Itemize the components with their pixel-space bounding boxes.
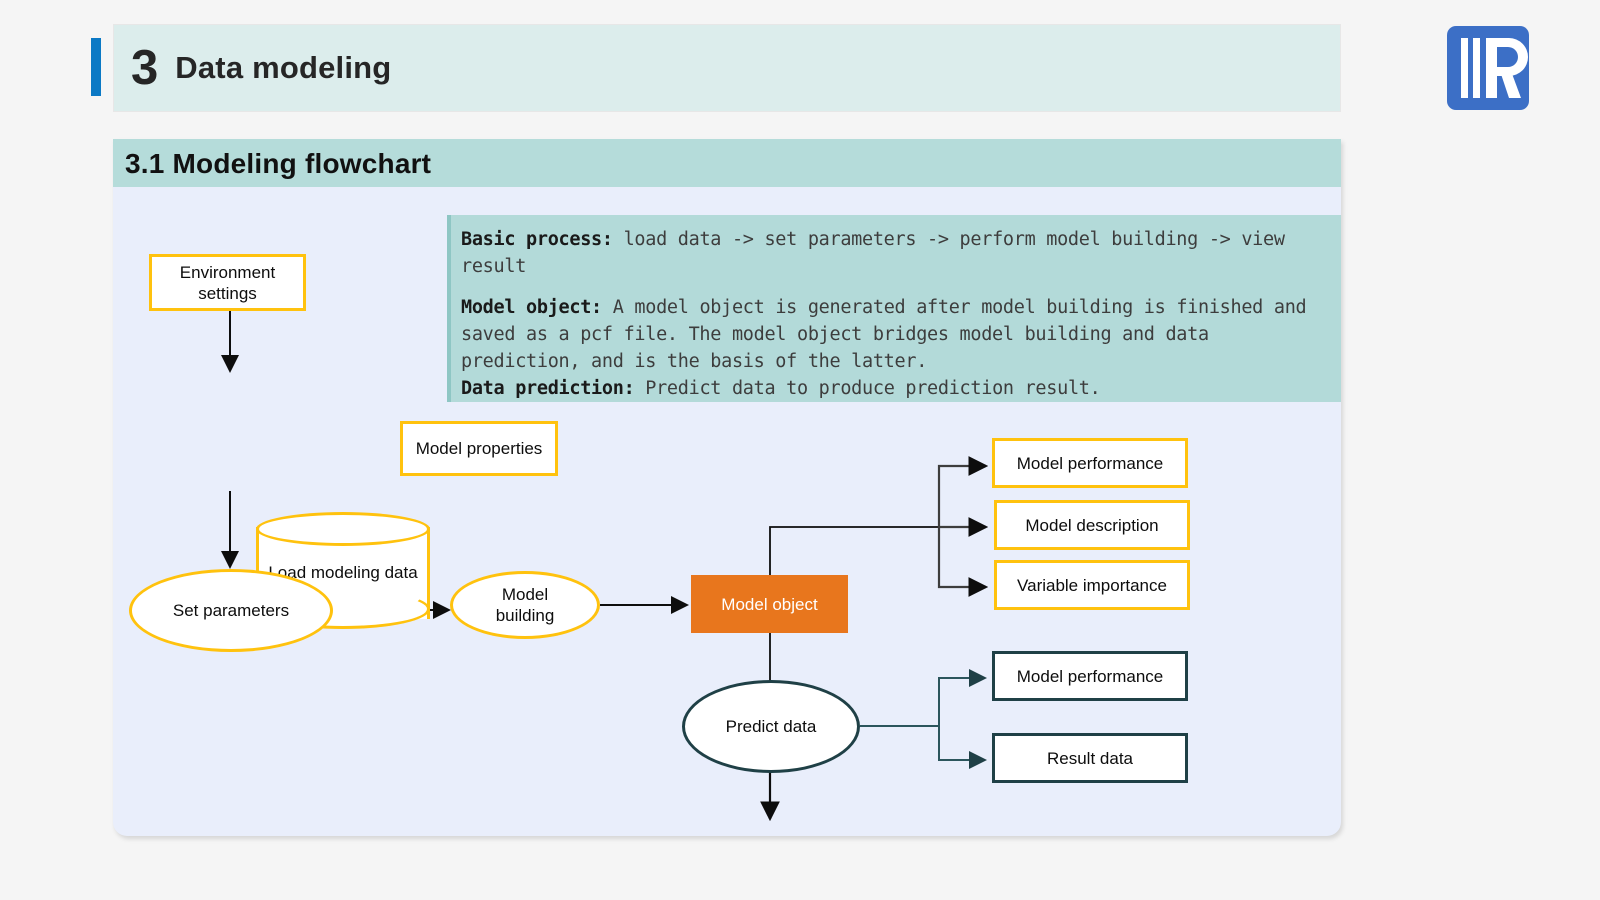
slide-header: 3 Data modeling: [113, 24, 1341, 112]
callout-body-data-prediction: Predict data to produce prediction resul…: [634, 378, 1101, 399]
logo-letter-r-icon: [1486, 38, 1528, 98]
node-model-object[interactable]: Model object: [691, 575, 848, 633]
node-label-model-description: Model description: [1025, 515, 1159, 535]
node-label-set-parameters: Set parameters: [172, 601, 290, 620]
edge-object-trunk: [769, 526, 939, 705]
node-model-building[interactable]: Model building: [450, 571, 600, 639]
node-label-model-object: Model object: [721, 594, 818, 614]
brand-logo-icon: [1447, 26, 1529, 110]
node-result-data[interactable]: Result data: [992, 733, 1188, 783]
callout-paragraph-basic-process: Basic process: load data -> set paramete…: [461, 226, 1327, 280]
logo-stripe-2: [1473, 38, 1480, 98]
callout-paragraph-model-object: Model object: A model object is generate…: [461, 294, 1327, 375]
node-model-properties[interactable]: Model properties: [400, 421, 558, 476]
node-label-result-data: Result data: [1047, 748, 1133, 768]
callout-lead-data-prediction: Data prediction:: [461, 378, 635, 399]
callout-paragraph-data-prediction: Data prediction: Predict data to produce…: [461, 375, 1327, 402]
node-label-model-building: Model building: [495, 585, 555, 625]
node-label-model-performance-top: Model performance: [1016, 453, 1164, 473]
section-number: 3: [131, 40, 158, 95]
node-variable-importance[interactable]: Variable importance: [994, 560, 1190, 610]
cylinder-top: [256, 512, 430, 546]
node-environment-settings[interactable]: Environment settings: [149, 254, 306, 311]
callout-lead-basic-process: Basic process:: [461, 229, 613, 250]
node-label-model-performance-bottom: Model performance: [1016, 666, 1164, 686]
node-model-performance-bottom[interactable]: Model performance: [992, 651, 1188, 701]
modeling-flowchart: Environment settings Load modeling data …: [113, 139, 1341, 836]
callout-body-basic-process: load data -> set parameters -> perform m…: [461, 229, 1285, 277]
callout-body-model-object: A model object is generated after model …: [461, 297, 1307, 372]
node-model-performance-top[interactable]: Model performance: [992, 438, 1188, 488]
section-title: 3.1 Modeling flowchart: [125, 148, 432, 179]
section-header-bar: 3.1 Modeling flowchart: [113, 139, 1341, 187]
callout-lead-model-object: Model object:: [461, 297, 602, 318]
node-set-parameters[interactable]: Set parameters: [129, 569, 333, 652]
page-title: Data modeling: [175, 50, 392, 85]
description-callout: Basic process: load data -> set paramete…: [447, 215, 1341, 402]
edge-object-to-variable-importance: [937, 527, 989, 597]
node-model-description[interactable]: Model description: [994, 500, 1190, 550]
node-predict-data[interactable]: Predict data: [682, 680, 860, 773]
logo-stripe-1: [1461, 38, 1468, 98]
header-accent-bar: [91, 38, 101, 96]
content-panel: 3.1 Modeling flowchart Basic process: lo…: [113, 139, 1341, 836]
node-label-load-modeling-data: Load modeling data: [268, 563, 418, 582]
node-label-variable-importance: Variable importance: [1017, 575, 1167, 595]
node-label-environment-settings: Environment settings: [179, 262, 276, 303]
edge-object-to-performance: [937, 456, 989, 527]
edge-predict-to-result: [938, 726, 987, 769]
edge-predict-to-performance: [860, 669, 987, 727]
node-label-predict-data: Predict data: [725, 717, 817, 736]
node-label-model-properties: Model properties: [415, 439, 543, 458]
